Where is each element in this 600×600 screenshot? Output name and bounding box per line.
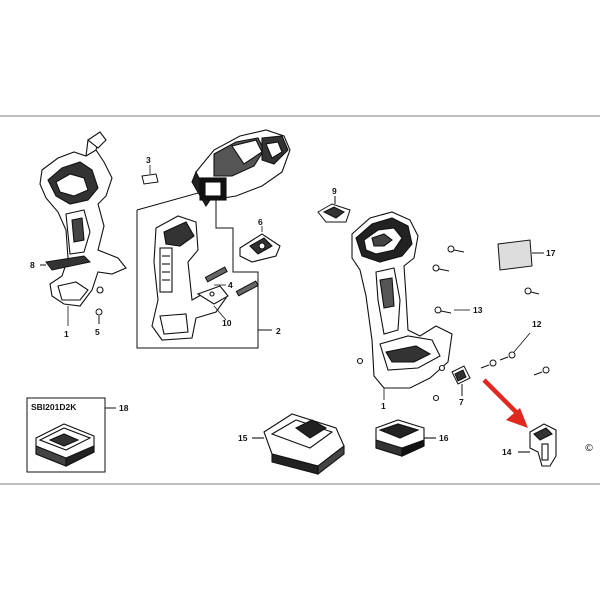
kit-box-label: SBI201D2K xyxy=(31,402,77,412)
badge-9 xyxy=(317,196,351,223)
gearbox-motor xyxy=(191,129,291,208)
callout-13: 13 xyxy=(473,305,483,315)
callout-4: 4 xyxy=(228,280,233,290)
leader-lines xyxy=(213,284,227,321)
callout-1: 1 xyxy=(64,329,69,339)
switch-lever-8 xyxy=(40,255,92,271)
callout-12: 12 xyxy=(532,319,542,329)
bracket-6 xyxy=(239,226,281,263)
callout-6: 6 xyxy=(258,217,263,227)
brush-3 xyxy=(141,165,159,185)
callout-17: 17 xyxy=(546,248,556,258)
callout-16: 16 xyxy=(439,433,449,443)
callout-14: 14 xyxy=(502,447,512,457)
callout-7: 7 xyxy=(459,397,464,407)
clip-7 xyxy=(451,365,471,396)
callout-1: 1 xyxy=(381,401,386,411)
charger-15 xyxy=(252,413,345,476)
screw-5 xyxy=(95,308,103,324)
callout-18: 18 xyxy=(119,403,129,413)
highlight-arrow xyxy=(482,378,528,428)
left-housing-half xyxy=(39,131,127,307)
switch-module-10 xyxy=(151,215,229,341)
callout-10: 10 xyxy=(222,318,232,328)
label-plate-17 xyxy=(497,239,544,271)
battery-16 xyxy=(375,419,436,457)
callout-5: 5 xyxy=(95,327,100,337)
callout-3: 3 xyxy=(146,155,151,165)
brush-springs-4 xyxy=(204,266,259,297)
callout-15: 15 xyxy=(238,433,248,443)
right-housing-half xyxy=(351,211,453,402)
subassembly-outline xyxy=(136,187,272,349)
screws xyxy=(432,245,550,376)
callout-9: 9 xyxy=(332,186,337,196)
belt-hook-14 xyxy=(518,423,557,467)
callout-8: 8 xyxy=(30,260,35,270)
callout-2: 2 xyxy=(276,326,281,336)
carry-case-18 xyxy=(35,423,95,467)
copyright-mark: © xyxy=(584,443,594,454)
